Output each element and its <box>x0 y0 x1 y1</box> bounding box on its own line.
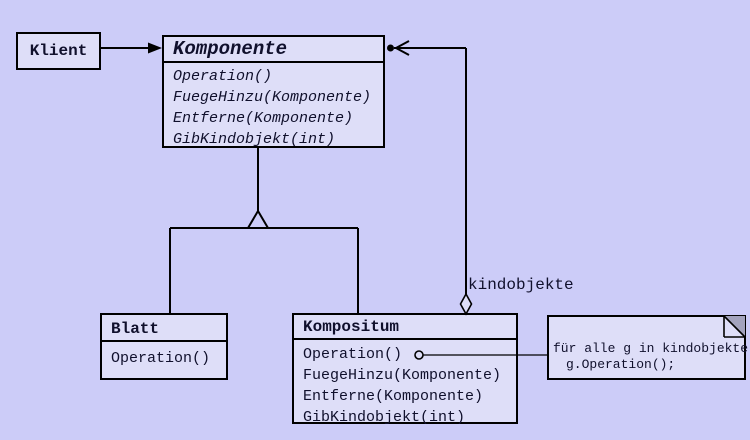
method-gibkindobjekt: GibKindobjekt(int) <box>173 131 336 148</box>
note-text: für alle g in kindobjekte g.Operation(); <box>549 317 749 375</box>
arrowhead-icon <box>148 42 162 54</box>
aggregation-role-label: kindobjekte <box>468 276 574 294</box>
inheritance-connector <box>169 148 359 313</box>
method-fuegehinzu: FuegeHinzu(Komponente) <box>173 89 372 106</box>
method-fuegehinzu: FuegeHinzu(Komponente) <box>303 367 502 384</box>
method-operation: Operation() <box>111 350 211 367</box>
class-kompositum-methods: Operation() FuegeHinzu(Komponente) Entfe… <box>294 340 516 430</box>
inheritance-triangle-icon <box>246 209 270 229</box>
class-kompositum-name: Kompositum <box>294 315 516 340</box>
class-klient-name: Klient <box>29 42 88 60</box>
aggregation-diamond-icon <box>459 292 473 316</box>
aggregation-kompositum-komponente <box>387 40 473 316</box>
class-kompositum: Kompositum Operation() FuegeHinzu(Kompon… <box>292 313 518 426</box>
class-blatt: Blatt Operation() <box>100 313 228 380</box>
association-klient-komponente <box>101 42 162 54</box>
class-blatt-methods: Operation() <box>102 342 226 371</box>
method-operation: Operation() <box>303 346 403 363</box>
note-line-2: g.Operation(); <box>566 357 676 372</box>
method-entferne: Entferne(Komponente) <box>173 110 354 127</box>
class-komponente: Komponente Operation() FuegeHinzu(Kompon… <box>162 35 385 148</box>
method-operation: Operation() <box>173 68 273 85</box>
method-entferne: Entferne(Komponente) <box>303 388 484 405</box>
note-line-1: für alle g in kindobjekte <box>553 341 749 356</box>
method-gibkindobjekt: GibKindobjekt(int) <box>303 409 466 426</box>
class-komponente-methods: Operation() FuegeHinzu(Komponente) Entfe… <box>164 63 383 152</box>
note-box: für alle g in kindobjekte g.Operation(); <box>547 315 749 380</box>
class-blatt-name: Blatt <box>102 315 226 342</box>
open-arrowhead-icon <box>393 40 410 56</box>
line-end-dot-icon <box>387 44 394 52</box>
class-klient: Klient <box>16 32 101 70</box>
class-komponente-name: Komponente <box>164 37 383 63</box>
